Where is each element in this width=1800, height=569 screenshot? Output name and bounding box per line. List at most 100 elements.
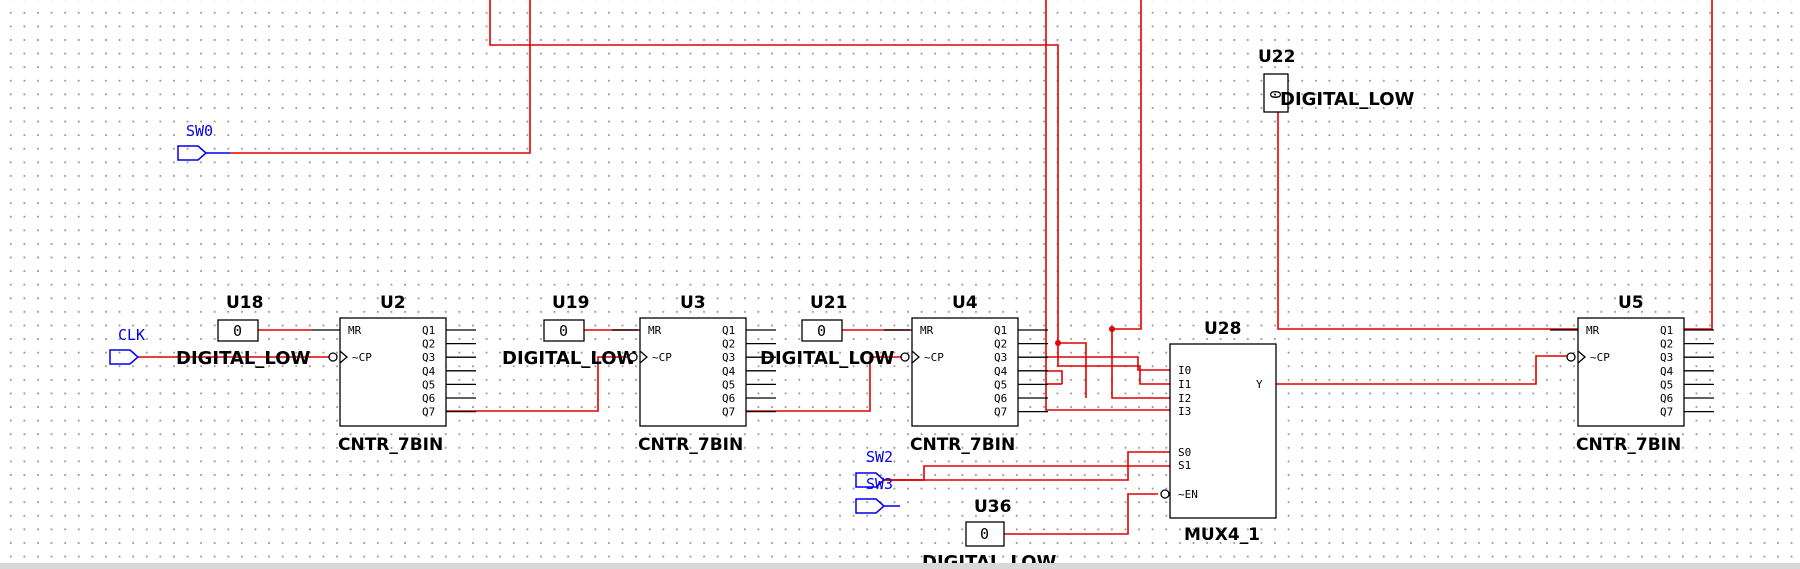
constant-value: 0 (559, 322, 568, 340)
pin-q7: Q7 (422, 406, 435, 419)
constant-u19[interactable]: U19 0 DIGITAL_LOW (502, 293, 637, 369)
pin-q6: Q6 (422, 392, 435, 405)
wire-u3-q7[interactable] (746, 356, 904, 412)
pin-q1: Q1 (722, 324, 735, 337)
pin-cp: ~CP (1590, 351, 1610, 364)
mux-pin-s0: S0 (1178, 446, 1191, 459)
pin-q4: Q4 (422, 365, 436, 378)
wire-sw0[interactable] (230, 0, 531, 154)
pin-q4: Q4 (1660, 365, 1674, 378)
constant-value: 0 (980, 525, 989, 543)
port-label: SW3 (866, 475, 893, 493)
mux-pin-i1: I1 (1178, 378, 1191, 391)
constant-u21[interactable]: U21 0 DIGITAL_LOW (760, 293, 895, 369)
wire-u4-q4[interactable] (1046, 370, 1063, 384)
pin-cp: ~CP (352, 351, 372, 364)
constant-label: DIGITAL_LOW (502, 348, 637, 369)
junction (1109, 326, 1115, 332)
constant-u18[interactable]: U18 0 DIGITAL_LOW (176, 293, 311, 369)
pin-q1: Q1 (422, 324, 435, 337)
port-label: CLK (118, 326, 145, 344)
component-ref: U5 (1618, 293, 1644, 313)
wire-u22-mr[interactable] (1277, 112, 1578, 330)
pin-q2: Q2 (994, 338, 1007, 351)
scrollbar-horizontal[interactable] (0, 563, 1800, 569)
wire-top-mid[interactable] (1045, 0, 1172, 411)
wire-u2-q7[interactable] (446, 356, 636, 412)
mux-u28[interactable]: U28 I0 I1 I2 I3 S0 S1 ~EN Y MUX4_1 (1160, 319, 1277, 545)
component-ref: U19 (552, 293, 589, 313)
constant-label: DIGITAL_LOW (176, 348, 311, 369)
component-ref: U22 (1258, 47, 1295, 67)
constant-label: DIGITAL_LOW (760, 348, 895, 369)
pin-q2: Q2 (1660, 338, 1673, 351)
pin-q2: Q2 (722, 338, 735, 351)
port-sw2[interactable]: SW2 (855, 448, 893, 488)
constant-value: 0 (1267, 90, 1285, 99)
pin-q3: Q3 (1660, 351, 1673, 364)
mux-pin-i2: I2 (1178, 392, 1191, 405)
pin-mr: MR (648, 324, 662, 337)
pin-q7: Q7 (994, 406, 1007, 419)
wire-far-right[interactable] (1682, 0, 1713, 330)
component-ref: U36 (974, 497, 1011, 517)
mux-pin-s1: S1 (1178, 459, 1191, 472)
pin-q6: Q6 (994, 392, 1007, 405)
wire-sw2b[interactable] (884, 465, 1172, 481)
pin-cp: ~CP (652, 351, 672, 364)
mux-pin-y: Y (1256, 378, 1263, 391)
wire-top-left[interactable] (489, 0, 1172, 385)
component-ref: U3 (680, 293, 706, 313)
pin-q2: Q2 (422, 338, 435, 351)
port-label: SW2 (866, 448, 893, 466)
pin-q3: Q3 (422, 351, 435, 364)
component-type: MUX4_1 (1184, 525, 1260, 545)
component-ref: U28 (1204, 319, 1241, 339)
component-ref: U18 (226, 293, 263, 313)
wire-top-right[interactable] (1111, 0, 1172, 399)
mux-pin-i3: I3 (1178, 405, 1191, 418)
pin-q7: Q7 (1660, 406, 1673, 419)
component-ref: U2 (380, 293, 406, 313)
pin-mr: MR (348, 324, 362, 337)
pin-q3: Q3 (994, 351, 1007, 364)
component-type: CNTR_7BIN (910, 435, 1015, 455)
pin-q4: Q4 (722, 365, 736, 378)
port-sw3[interactable]: SW3 (855, 475, 900, 514)
pin-q5: Q5 (422, 378, 435, 391)
component-ref: U4 (952, 293, 978, 313)
pin-q5: Q5 (994, 378, 1007, 391)
wire-u4-q2[interactable] (1058, 342, 1087, 398)
constant-u36[interactable]: U36 0 DIGITAL_LOW (922, 497, 1057, 569)
counters: U2MR~CPQ1Q2Q3Q4Q5Q6Q7CNTR_7BINU3MR~CPQ1Q… (312, 293, 1714, 455)
constant-value: 0 (233, 322, 242, 340)
component-type: CNTR_7BIN (338, 435, 443, 455)
wire-u36-en[interactable] (1004, 493, 1158, 535)
pin-cp: ~CP (924, 351, 944, 364)
junction (1055, 340, 1061, 346)
port-sw0[interactable]: SW0 (177, 122, 230, 161)
pin-mr: MR (920, 324, 934, 337)
wire-mux-y[interactable] (1276, 355, 1570, 385)
component-type: CNTR_7BIN (638, 435, 743, 455)
pin-q4: Q4 (994, 365, 1008, 378)
constant-label: DIGITAL_LOW (1280, 89, 1415, 110)
pin-q3: Q3 (722, 351, 735, 364)
pin-q1: Q1 (1660, 324, 1673, 337)
mux-pin-en: ~EN (1178, 488, 1198, 501)
port-label: SW0 (186, 122, 213, 140)
constant-u22[interactable]: U22 0 DIGITAL_LOW (1258, 47, 1415, 113)
wire-u4-q3[interactable] (1046, 356, 1172, 371)
constant-value: 0 (817, 322, 826, 340)
pin-q5: Q5 (1660, 378, 1673, 391)
pin-mr: MR (1586, 324, 1600, 337)
mux-pin-i0: I0 (1178, 364, 1191, 377)
port-clk[interactable]: CLK (109, 326, 145, 365)
pin-q1: Q1 (994, 324, 1007, 337)
